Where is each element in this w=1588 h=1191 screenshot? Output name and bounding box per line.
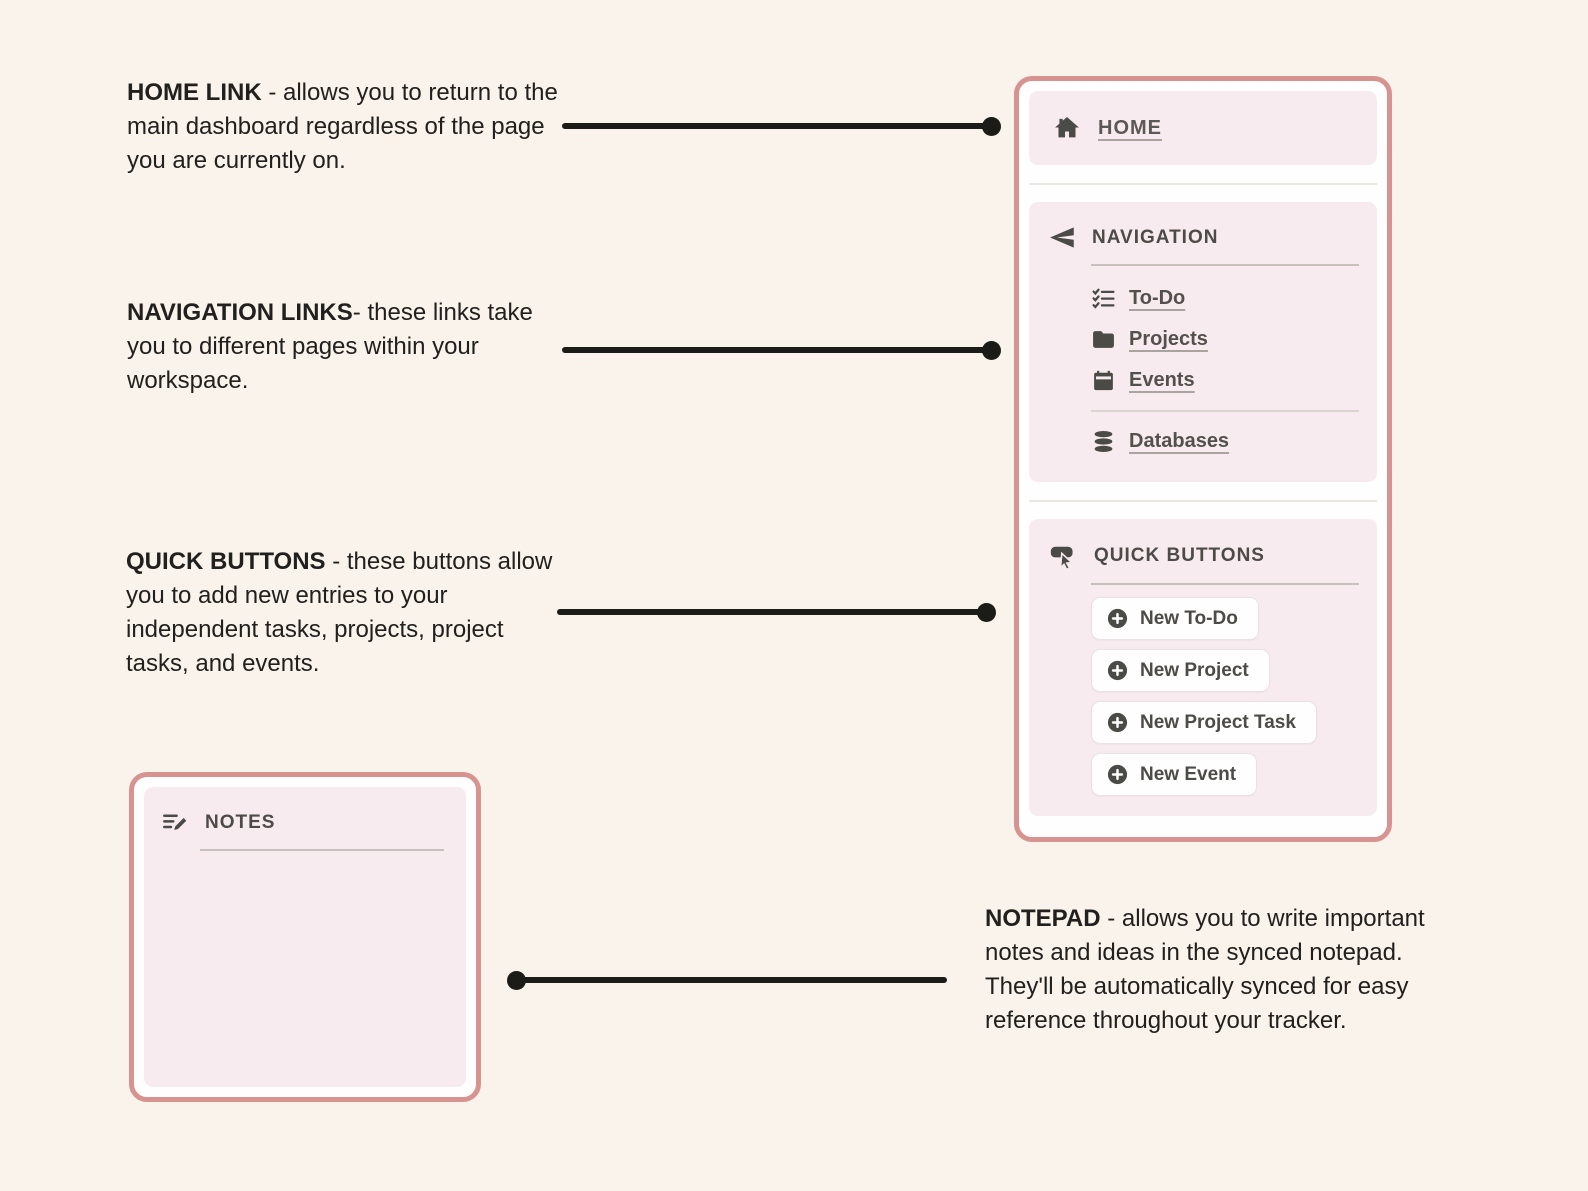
connector-line <box>562 123 994 129</box>
notepad-annotation: NOTEPAD - allows you to write important … <box>985 902 1463 1038</box>
plus-circle-icon <box>1106 659 1129 682</box>
annotation-lead: NAVIGATION LINKS <box>127 299 353 326</box>
nav-item-events: Events <box>1091 360 1359 401</box>
new-todo-button[interactable]: New To-Do <box>1091 597 1259 640</box>
quick-buttons-section: QUICK BUTTONS New To-Do New Project <box>1029 519 1377 816</box>
notes-panel: NOTES <box>129 772 481 1102</box>
button-label: New To-Do <box>1140 607 1238 629</box>
notes-title: NOTES <box>205 811 276 833</box>
home-link-annotation: HOME LINK - allows you to return to the … <box>127 76 575 178</box>
connector-line <box>557 609 987 615</box>
navigation-header: NAVIGATION <box>1049 224 1359 251</box>
new-event-button[interactable]: New Event <box>1091 753 1258 796</box>
annotation-body: allows you to return to the main dashboa… <box>127 79 558 174</box>
header-rule <box>200 849 444 851</box>
annotation-body: allows you to write important notes and … <box>985 905 1425 1034</box>
annotation-separator: - <box>352 299 368 326</box>
annotation-body: these links take you to different pages … <box>127 299 533 394</box>
nav-link-databases[interactable]: Databases <box>1129 430 1230 452</box>
database-icon <box>1091 429 1116 454</box>
nav-item-projects: Projects <box>1091 319 1359 360</box>
button-cursor-icon <box>1049 541 1078 570</box>
sidebar-panel: HOME NAVIGATION To-Do <box>1014 76 1392 842</box>
nav-link-projects[interactable]: Projects <box>1129 328 1208 350</box>
navigation-arrow-icon <box>1049 224 1076 251</box>
nav-items-rule <box>1091 410 1359 412</box>
header-rule <box>1091 583 1359 585</box>
annotation-lead: QUICK BUTTONS <box>126 548 326 575</box>
nav-item-databases: Databases <box>1091 421 1359 462</box>
navigation-links-annotation: NAVIGATION LINKS- these links take you t… <box>127 296 535 398</box>
navigation-title: NAVIGATION <box>1092 226 1219 248</box>
new-project-button[interactable]: New Project <box>1091 649 1270 692</box>
button-label: New Project Task <box>1140 711 1296 733</box>
quick-buttons-annotation: QUICK BUTTONS - these buttons allow you … <box>126 545 558 681</box>
connector-dot <box>977 603 996 622</box>
panel-divider <box>1029 165 1377 202</box>
plus-circle-icon <box>1106 607 1129 630</box>
plus-circle-icon <box>1106 711 1129 734</box>
annotation-lead: HOME LINK <box>127 79 262 106</box>
plus-circle-icon <box>1106 763 1129 786</box>
notes-area[interactable]: NOTES <box>144 787 466 1087</box>
header-rule <box>1091 264 1359 266</box>
nav-link-todo[interactable]: To-Do <box>1129 287 1186 309</box>
quick-buttons-header: QUICK BUTTONS <box>1049 541 1359 570</box>
folder-icon <box>1091 327 1116 352</box>
nav-item-todo: To-Do <box>1091 278 1359 319</box>
connector-line <box>516 977 947 983</box>
panel-divider <box>1029 482 1377 519</box>
annotation-separator: - <box>261 79 283 106</box>
button-label: New Event <box>1140 763 1237 785</box>
quick-buttons-list: New To-Do New Project New Project Task N… <box>1091 597 1359 796</box>
new-project-task-button[interactable]: New Project Task <box>1091 701 1317 744</box>
navigation-section: NAVIGATION To-Do Projects <box>1029 202 1377 482</box>
quick-buttons-title: QUICK BUTTONS <box>1094 544 1265 566</box>
annotation-body: these buttons allow you to add new entri… <box>126 548 553 677</box>
annotation-separator: - <box>325 548 347 575</box>
home-section: HOME <box>1029 91 1377 165</box>
notes-header: NOTES <box>162 809 448 836</box>
calendar-icon <box>1091 368 1116 393</box>
navigation-links: To-Do Projects Events <box>1091 278 1359 462</box>
annotation-lead: NOTEPAD <box>985 905 1101 932</box>
connector-dot <box>982 341 1001 360</box>
button-label: New Project <box>1140 659 1249 681</box>
notes-edit-icon <box>162 809 189 836</box>
connector-dot <box>982 117 1001 136</box>
annotation-separator: - <box>1100 905 1122 932</box>
home-icon <box>1053 114 1081 142</box>
home-link[interactable]: HOME <box>1098 116 1162 139</box>
connector-line <box>562 347 994 353</box>
nav-link-events[interactable]: Events <box>1129 369 1195 391</box>
connector-dot <box>507 971 526 990</box>
checklist-icon <box>1091 286 1116 311</box>
